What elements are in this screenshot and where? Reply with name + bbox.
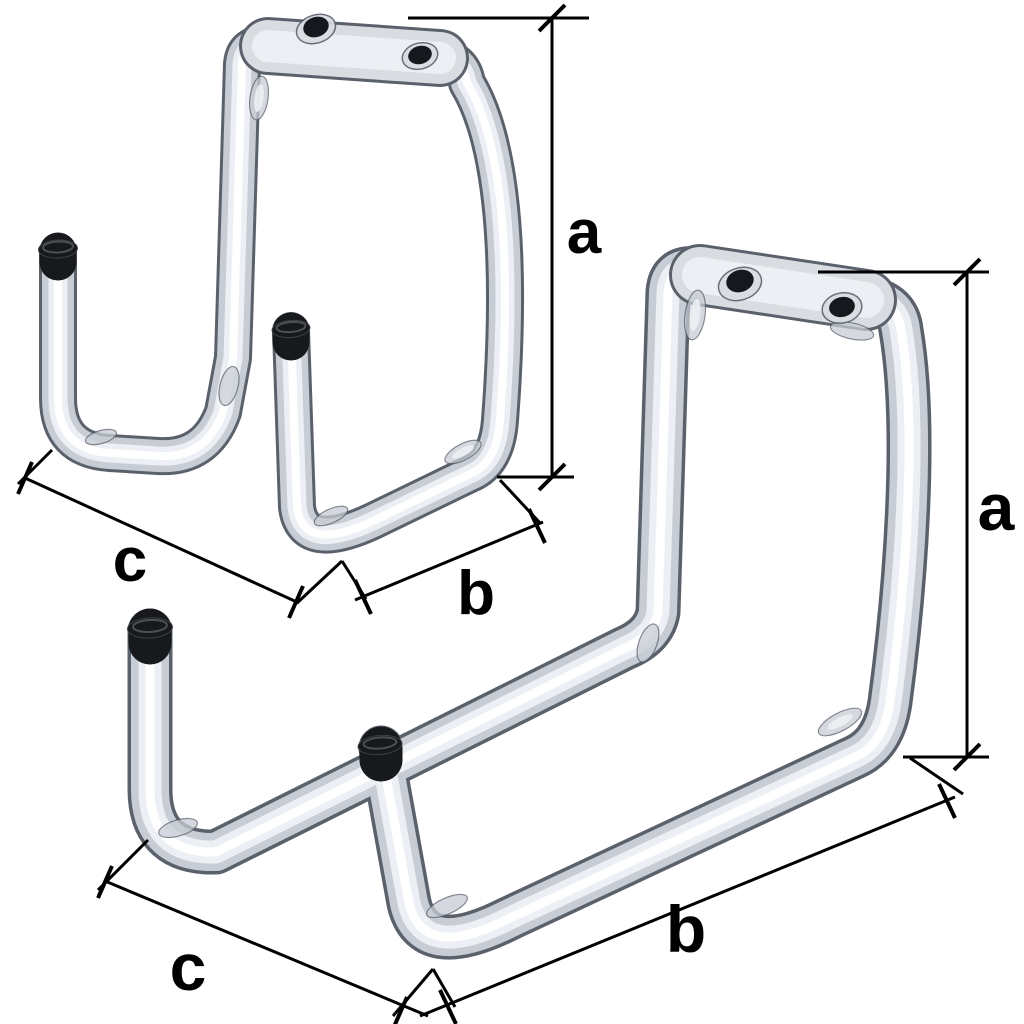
dimension-b-small: b bbox=[353, 508, 547, 628]
dimension-b-large: b bbox=[419, 756, 964, 1024]
dimension-label-a-small: a bbox=[567, 198, 602, 267]
dimension-a-small: a bbox=[408, 3, 602, 526]
dimension-label-a-large: a bbox=[978, 470, 1016, 544]
large-hook-end-cap-rear bbox=[127, 608, 173, 665]
tick-mark bbox=[16, 461, 34, 495]
large-hook-rod bbox=[150, 269, 909, 937]
extension-line bbox=[391, 968, 435, 1017]
tick-mark bbox=[537, 462, 567, 492]
dim-line bbox=[419, 795, 956, 1018]
dim-line bbox=[24, 476, 300, 605]
small-hook-end-cap-front bbox=[271, 312, 311, 361]
large-hook-screw-hole-right bbox=[821, 291, 863, 325]
small-hook-screw-hole-right bbox=[401, 41, 439, 71]
dimension-label-b-small: b bbox=[457, 559, 495, 628]
extension-line bbox=[431, 968, 457, 1008]
dimension-c-small: c bbox=[16, 448, 305, 619]
corner-pointer-large bbox=[391, 968, 457, 1017]
tick-mark bbox=[287, 585, 305, 619]
small-hook-screw-hole-left bbox=[295, 13, 337, 45]
large-hook-screw-hole-left bbox=[717, 266, 763, 302]
large-hook-stamp-dents bbox=[158, 289, 875, 919]
dimension-label-c-small: c bbox=[113, 526, 147, 595]
dimension-label-c-large: c bbox=[170, 930, 207, 1004]
dimension-c-large: c bbox=[96, 838, 429, 1024]
tick-mark bbox=[438, 989, 458, 1024]
tick-mark bbox=[96, 865, 114, 899]
corner-pointer-small bbox=[295, 559, 368, 605]
dim-line bbox=[104, 879, 429, 1018]
tick-mark bbox=[537, 3, 567, 33]
tick-mark bbox=[952, 257, 982, 287]
dim-line bbox=[354, 520, 544, 602]
extension-line bbox=[909, 756, 964, 796]
small-hook-stamp-dents bbox=[84, 75, 482, 527]
tick-mark bbox=[937, 783, 957, 819]
tick-mark bbox=[527, 508, 547, 544]
tick-mark bbox=[952, 742, 982, 772]
small-hook-end-cap-rear bbox=[38, 232, 78, 281]
small-hook bbox=[38, 13, 505, 535]
large-hook bbox=[127, 262, 909, 937]
small-hook-rod bbox=[58, 44, 505, 535]
large-hook-end-cap-front bbox=[357, 726, 403, 782]
dimension-label-b-large: b bbox=[666, 892, 706, 966]
dimension-a-large: a bbox=[818, 257, 1016, 772]
extension-line bbox=[340, 560, 368, 600]
extension-line bbox=[295, 559, 344, 605]
